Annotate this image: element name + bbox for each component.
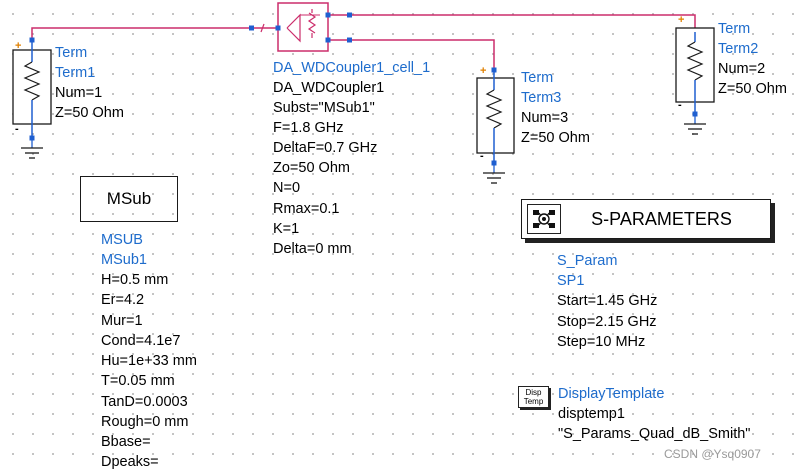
term1-plus-mark: + bbox=[15, 40, 22, 52]
display-icon-text: Temp bbox=[523, 397, 544, 406]
watermark: CSDN @Ysq0907 bbox=[664, 447, 761, 461]
term3-z-param[interactable]: Z=50 Ohm bbox=[521, 130, 590, 146]
term1-type-label[interactable]: Term bbox=[55, 45, 88, 61]
coupler-type-label[interactable]: DA_WDCoupler1_cell_1 bbox=[273, 60, 431, 76]
display-template-icon[interactable]: Disp Temp bbox=[518, 386, 549, 408]
msub-param[interactable]: Cond=4.1e7 bbox=[101, 333, 181, 349]
term3-name-label[interactable]: Term3 bbox=[521, 90, 562, 106]
sparam-network-icon bbox=[527, 204, 561, 234]
term3-minus-mark: - bbox=[480, 150, 484, 162]
coupler-symbol[interactable] bbox=[277, 2, 329, 52]
sparam-param[interactable]: Start=1.45 GHz bbox=[557, 293, 658, 309]
coupler-param[interactable]: Subst="MSub1" bbox=[273, 100, 375, 116]
display-type-label[interactable]: DisplayTemplate bbox=[558, 386, 665, 402]
term2-plus-mark: + bbox=[678, 14, 685, 26]
term2-num-param[interactable]: Num=2 bbox=[718, 61, 766, 77]
term3-symbol[interactable] bbox=[476, 70, 515, 184]
msub-param[interactable]: Er=4.2 bbox=[101, 292, 145, 308]
wire-coupler-term2[interactable] bbox=[328, 14, 696, 32]
msub-param[interactable]: TanD=0.0003 bbox=[101, 394, 188, 410]
wire-term1-coupler[interactable] bbox=[31, 27, 278, 40]
sparam-title: S-PARAMETERS bbox=[591, 208, 732, 229]
wire-coupler-term3[interactable] bbox=[328, 39, 495, 70]
coupler-param[interactable]: Rmax=0.1 bbox=[273, 201, 340, 217]
display-value-label[interactable]: "S_Params_Quad_dB_Smith" bbox=[558, 426, 751, 442]
sparam-param[interactable]: Step=10 MHz bbox=[557, 334, 646, 350]
display-name-label[interactable]: disptemp1 bbox=[558, 406, 625, 422]
term1-minus-mark: - bbox=[15, 123, 19, 135]
term3-plus-mark: + bbox=[480, 65, 487, 77]
term2-name-label[interactable]: Term2 bbox=[718, 41, 759, 57]
coupler-name-label[interactable]: DA_WDCoupler1 bbox=[273, 80, 385, 96]
term3-num-param[interactable]: Num=3 bbox=[521, 110, 569, 126]
coupler-param[interactable]: Delta=0 mm bbox=[273, 241, 352, 257]
sparam-type-label[interactable]: S_Param bbox=[557, 253, 618, 269]
node bbox=[275, 25, 281, 31]
coupler-param[interactable]: N=0 bbox=[273, 180, 301, 196]
term1-z-param[interactable]: Z=50 Ohm bbox=[55, 105, 124, 121]
coupler-param[interactable]: K=1 bbox=[273, 221, 300, 237]
sparam-controller[interactable]: S-PARAMETERS bbox=[521, 199, 771, 239]
msub-param[interactable]: Rough=0 mm bbox=[101, 414, 189, 430]
display-icon-text: Disp bbox=[525, 388, 542, 397]
term1-symbol[interactable] bbox=[12, 40, 52, 159]
term1-num-param[interactable]: Num=1 bbox=[55, 85, 103, 101]
node bbox=[325, 37, 331, 43]
msub-name-label[interactable]: MSub1 bbox=[101, 252, 147, 268]
msub-param[interactable]: Hu=1e+33 mm bbox=[101, 353, 197, 369]
sparam-name-label[interactable]: SP1 bbox=[557, 273, 585, 289]
msub-symbol[interactable]: MSub bbox=[80, 176, 178, 222]
term2-symbol[interactable] bbox=[675, 27, 715, 135]
wire-tick bbox=[260, 23, 265, 33]
node bbox=[249, 25, 254, 31]
node bbox=[347, 12, 352, 18]
msub-type-label[interactable]: MSUB bbox=[101, 232, 143, 248]
term2-minus-mark: - bbox=[678, 99, 682, 111]
msub-param[interactable]: H=0.5 mm bbox=[101, 272, 169, 288]
node bbox=[347, 37, 352, 43]
msub-param[interactable]: Mur=1 bbox=[101, 313, 143, 329]
coupler-param[interactable]: Zo=50 Ohm bbox=[273, 160, 350, 176]
msub-param[interactable]: T=0.05 mm bbox=[101, 373, 175, 389]
term1-name-label[interactable]: Term1 bbox=[55, 65, 96, 81]
term2-type-label[interactable]: Term bbox=[718, 21, 751, 37]
term3-type-label[interactable]: Term bbox=[521, 70, 554, 86]
msub-param[interactable]: Bbase= bbox=[101, 434, 151, 450]
coupler-param[interactable]: DeltaF=0.7 GHz bbox=[273, 140, 378, 156]
msub-param[interactable]: Dpeaks= bbox=[101, 454, 159, 470]
term2-z-param[interactable]: Z=50 Ohm bbox=[718, 81, 787, 97]
coupler-param[interactable]: F=1.8 GHz bbox=[273, 120, 344, 136]
node bbox=[325, 12, 331, 18]
sparam-param[interactable]: Stop=2.15 GHz bbox=[557, 314, 657, 330]
